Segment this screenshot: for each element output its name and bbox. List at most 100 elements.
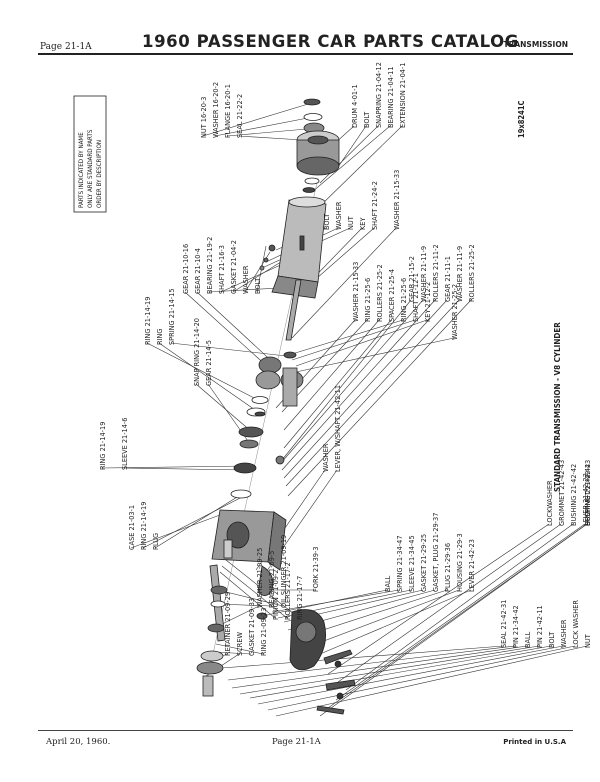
footer-page: Page 21-1A	[272, 737, 321, 747]
callout-label: ROLLERS 21-17-2	[283, 562, 292, 620]
callout-label: BOLT	[253, 277, 262, 294]
callout-label: KEY	[358, 217, 367, 230]
callout-label: WASHER 21-11-9	[455, 246, 464, 302]
leader-line	[337, 523, 562, 683]
leader-line	[283, 319, 392, 449]
callout-label: HOUSING 21-29-3	[455, 533, 464, 592]
leader-line	[227, 645, 516, 681]
callout-label: SLEEVE 21-14-6	[120, 418, 129, 470]
callout-label: SPACER 21-25-4	[387, 269, 396, 322]
leader-line	[238, 135, 303, 141]
gear-cluster-part	[246, 351, 304, 417]
callout-label: BEARING 21-09-5	[267, 551, 276, 608]
callout-label: GROMMET 21-42-43	[583, 460, 592, 526]
leader-line	[327, 523, 550, 675]
callout-label: EXTENSION 21-04-1	[398, 63, 407, 128]
callout-label: PIN 21-42-11	[535, 605, 544, 648]
callout-label: DRUM 4-01-1	[350, 84, 359, 128]
leader-line	[305, 589, 472, 661]
leader-line	[291, 319, 416, 361]
leader-line	[195, 383, 253, 433]
callout-label: RING 21-14-19	[139, 502, 148, 550]
callout-label: GROMMET 21-42-43	[557, 460, 566, 526]
transmission-case-part	[211, 509, 287, 571]
callout-label: GASKET 21-09-33	[247, 598, 256, 656]
callout-label: SNAPRING 21-04-12	[374, 62, 383, 128]
callout-label: GEAR 21-14-5	[204, 340, 213, 386]
callout-label: RING 21-14-19	[98, 422, 107, 470]
leader-line	[291, 227, 397, 339]
callout-label: BOLT	[322, 213, 331, 230]
callout-label: FLANGE 16-20-1	[223, 84, 232, 138]
callout-label: GEAR 21-15-2	[407, 256, 416, 302]
header-rule	[38, 53, 573, 55]
leader-line	[142, 495, 245, 549]
callout-label: BALL	[523, 631, 532, 648]
callout-label: ROLLERS 21-25-2	[375, 264, 384, 322]
leader-line	[281, 299, 412, 461]
callout-label: RING	[155, 329, 164, 346]
note-line-3: ORDER BY DESCRIPTION	[96, 140, 103, 208]
callout-label: LEVER 21-42-23	[581, 473, 590, 526]
brake-drum-part	[296, 130, 340, 176]
leader-line	[267, 645, 576, 711]
leader-line	[101, 465, 247, 469]
callout-label: BEARING 21-04-11	[386, 66, 395, 128]
callout-label: WASHER 21-25-2	[450, 284, 459, 340]
callout-label: PLUG 21-29-36	[443, 543, 452, 592]
callout-label: WASHER 21-15-33	[351, 262, 360, 322]
callout-label: BEARING 21-19-2	[205, 237, 214, 294]
leader-line	[202, 100, 319, 137]
callout-label: RING 21-17-7	[295, 576, 304, 620]
callout-label: BALL	[383, 575, 392, 592]
callout-label: LOCK WASHER	[571, 600, 580, 648]
leader-line	[123, 467, 247, 471]
callout-label: SHAFT 21-12-1	[411, 273, 420, 322]
leader-line	[221, 565, 288, 619]
footer-date: April 20, 1960.	[46, 737, 111, 747]
callout-label: WASHER 21-11-9	[419, 246, 428, 302]
callout-label: LOCKWASHER	[545, 480, 554, 526]
callout-label: WASHER	[559, 619, 568, 648]
leader-line	[217, 589, 284, 607]
leader-line	[319, 523, 588, 717]
footer-printed: Printed in U.S.A	[503, 738, 566, 746]
leader-line	[215, 643, 264, 655]
callout-label: SNAP RING 21-14-20	[192, 318, 201, 386]
callout-label: GEAR 21-10-4	[193, 248, 202, 294]
callout-label: ROLLERS 21-25-2	[467, 244, 476, 302]
callout-label: SPRING 21-14-15	[167, 289, 176, 346]
callout-label: BOLT	[547, 631, 556, 648]
leader-line	[232, 259, 285, 293]
callout-label: KEY 21-12-2	[423, 282, 432, 322]
callout-label: WASHER	[321, 443, 330, 472]
catalog-title: 1960 PASSENGER CAR PARTS CATALOG	[142, 32, 519, 51]
callout-label: GEAR 21-10-16	[181, 244, 190, 294]
callout-label: SLEEVE 21-34-45	[407, 535, 416, 592]
callout-label: BOLT	[362, 111, 371, 128]
leader-line	[196, 291, 279, 368]
header-page-ref: Page 21-1A	[40, 42, 92, 52]
part-drawings	[196, 98, 356, 715]
leader-line	[170, 342, 287, 357]
leader-line	[231, 645, 528, 689]
callout-label: SEAL 21-42-31	[499, 600, 508, 648]
leader-line	[130, 511, 229, 549]
nut-part	[303, 98, 321, 106]
callout-label: NUT 16-20-3	[199, 97, 208, 138]
leader-line	[158, 342, 259, 413]
leader-line	[291, 319, 404, 355]
callout-label: RING 21-25-6	[363, 278, 372, 322]
washer-part	[303, 113, 323, 121]
callout-label: LEVER, W/SHAFT 21-42-11	[333, 385, 342, 472]
callout-label: BUSHING 21-42-42	[569, 464, 578, 526]
leader-line	[154, 493, 243, 549]
callout-label: SHAFT 21-16-3	[217, 245, 226, 294]
callout-label: SEAL 21-22-2	[235, 94, 244, 138]
callout-label: GASKET, PLUG 21-29-37	[431, 513, 440, 592]
leader-line	[281, 299, 436, 471]
leader-line	[249, 645, 552, 699]
callout-label: SHAFT 21-24-2	[370, 181, 379, 230]
callout-label: RING 21-09-23	[259, 608, 268, 656]
callout-label: PINION 21-09-2	[271, 569, 280, 620]
